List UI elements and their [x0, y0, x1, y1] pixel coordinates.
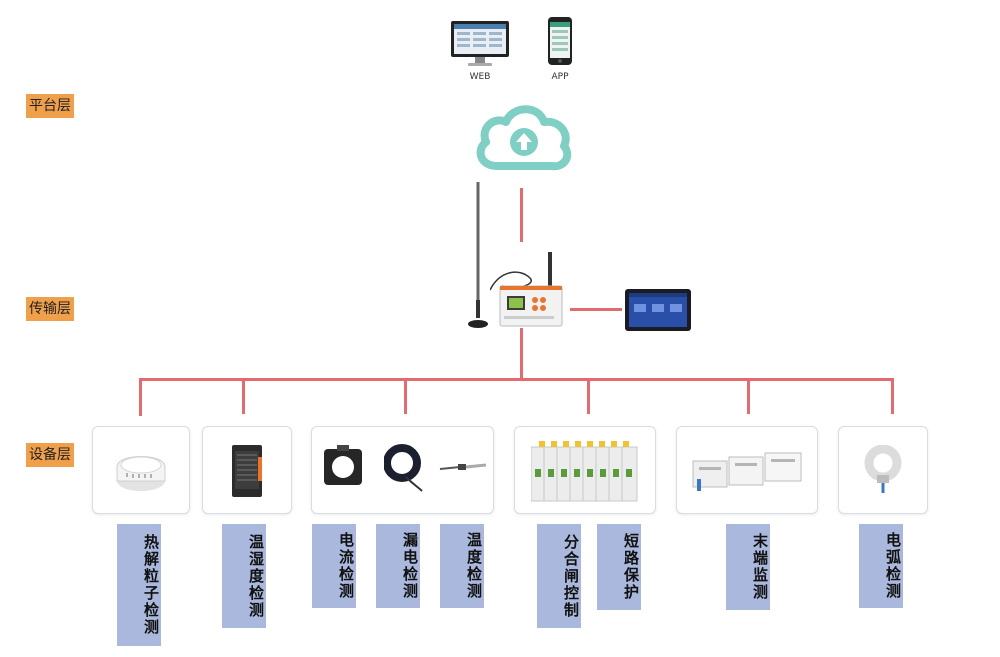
drop-line-4: [587, 378, 590, 414]
label-temperature: 温度检测: [440, 524, 484, 608]
cloud-gateway-line: [520, 188, 523, 242]
humidity-sensor-icon: [232, 445, 262, 497]
current-transformer-icon: [324, 445, 362, 485]
leakage-transformer-icon: [384, 444, 423, 492]
gateway-screen-line: [570, 308, 622, 311]
cloud-upload-icon: [476, 105, 572, 171]
monitor-icon: [451, 21, 509, 66]
drop-line-1: [139, 378, 142, 416]
layer-label-transport: 传输层: [26, 297, 74, 321]
label-terminal-monitor: 末端监测: [726, 524, 770, 610]
terminal-monitor-icon: [692, 452, 802, 491]
label-arc-detection: 电弧检测: [859, 524, 903, 608]
label-short-circuit: 短路保护: [597, 524, 641, 610]
web-caption: WEB: [469, 72, 491, 82]
drop-line-3: [404, 378, 407, 414]
smoke-detector-icon: [116, 456, 166, 491]
touchscreen-icon: [625, 289, 691, 331]
label-temp-humidity: 温湿度检测: [222, 524, 266, 628]
device-card-terminal: [676, 426, 818, 514]
label-smoke-detection: 热解粒子检测: [117, 524, 161, 646]
device-card-humidity: [202, 426, 292, 514]
app-caption: APP: [551, 72, 569, 82]
label-leakage: 漏电检测: [376, 524, 420, 608]
device-bus-line: [139, 378, 894, 381]
antenna-icon: [468, 182, 488, 328]
layer-label-platform: 平台层: [26, 94, 74, 118]
circuit-breaker-icon: [531, 441, 638, 502]
layer-label-device: 设备层: [26, 443, 74, 467]
device-card-current: [311, 426, 494, 514]
arc-sensor-icon: [864, 445, 902, 493]
drop-line-6: [891, 378, 894, 414]
device-card-smoke: [92, 426, 190, 514]
drop-line-2: [242, 378, 245, 414]
gateway-bus-line: [520, 328, 523, 379]
gateway-icon: [490, 252, 563, 327]
drop-line-5: [747, 378, 750, 414]
label-current: 电流检测: [312, 524, 356, 608]
label-switch-control: 分合闸控制: [537, 524, 581, 628]
device-card-arc: [838, 426, 928, 514]
temperature-probe-icon: [439, 463, 487, 470]
device-card-breaker: [514, 426, 656, 514]
phone-icon: [548, 17, 572, 65]
